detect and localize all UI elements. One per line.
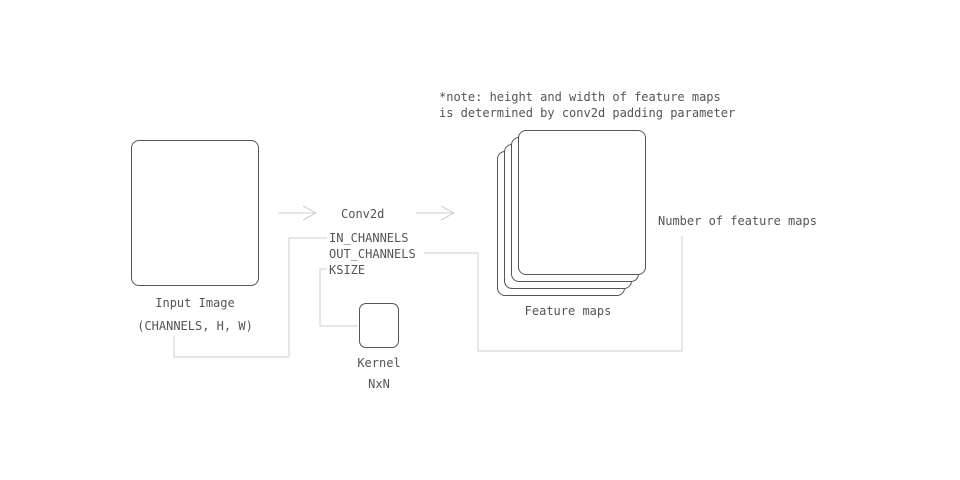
kernel-box [359,303,399,348]
kernel-size: NxN [368,377,390,391]
conv-to-feature-maps-arrow [416,205,456,221]
feature-map-layer-4 [518,130,646,275]
ksize-to-kernel-connector [319,268,358,327]
feature-maps-count-label: Number of feature maps [658,214,817,228]
conv-param-out-channels: OUT_CHANNELS [329,247,416,261]
note-line-2: is determined by conv2d padding paramete… [439,106,736,120]
kernel-label: Kernel [357,356,401,370]
input-to-in-channels-connector [173,237,327,358]
conv2d-title: Conv2d [341,207,385,221]
note-line-1: *note: height and width of feature maps [439,90,721,104]
input-image-label: Input Image [155,296,235,310]
out-channels-to-count-connector [424,236,683,352]
conv-param-in-channels: IN_CHANNELS [329,231,409,245]
feature-maps-label: Feature maps [524,304,612,318]
conv-param-ksize: KSIZE [329,263,366,277]
input-to-conv-arrow [278,205,318,221]
input-image-shape: (CHANNELS, H, W) [137,319,253,333]
input-image-box [131,140,259,286]
